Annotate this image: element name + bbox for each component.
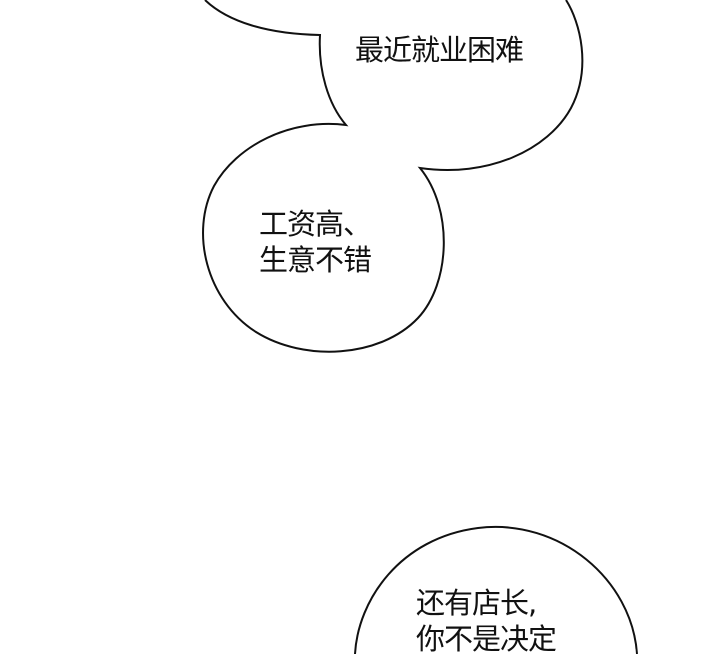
speech-bubble-bottom bbox=[354, 525, 638, 654]
speech-text-bottom: 还有店长, 你不是决定 bbox=[416, 585, 557, 657]
speech-line: 工资高、 bbox=[259, 207, 372, 241]
speech-line: 还有店长, bbox=[416, 586, 537, 620]
speech-line: 最近就业困难 bbox=[355, 33, 524, 67]
speech-text-middle: 工资高、 生意不错 bbox=[259, 206, 372, 278]
speech-line: 你不是决定 bbox=[416, 622, 557, 656]
speech-bubble-top bbox=[202, 0, 584, 353]
speech-line: 生意不错 bbox=[259, 243, 372, 277]
speech-text-top: 最近就业困难 bbox=[355, 32, 524, 68]
